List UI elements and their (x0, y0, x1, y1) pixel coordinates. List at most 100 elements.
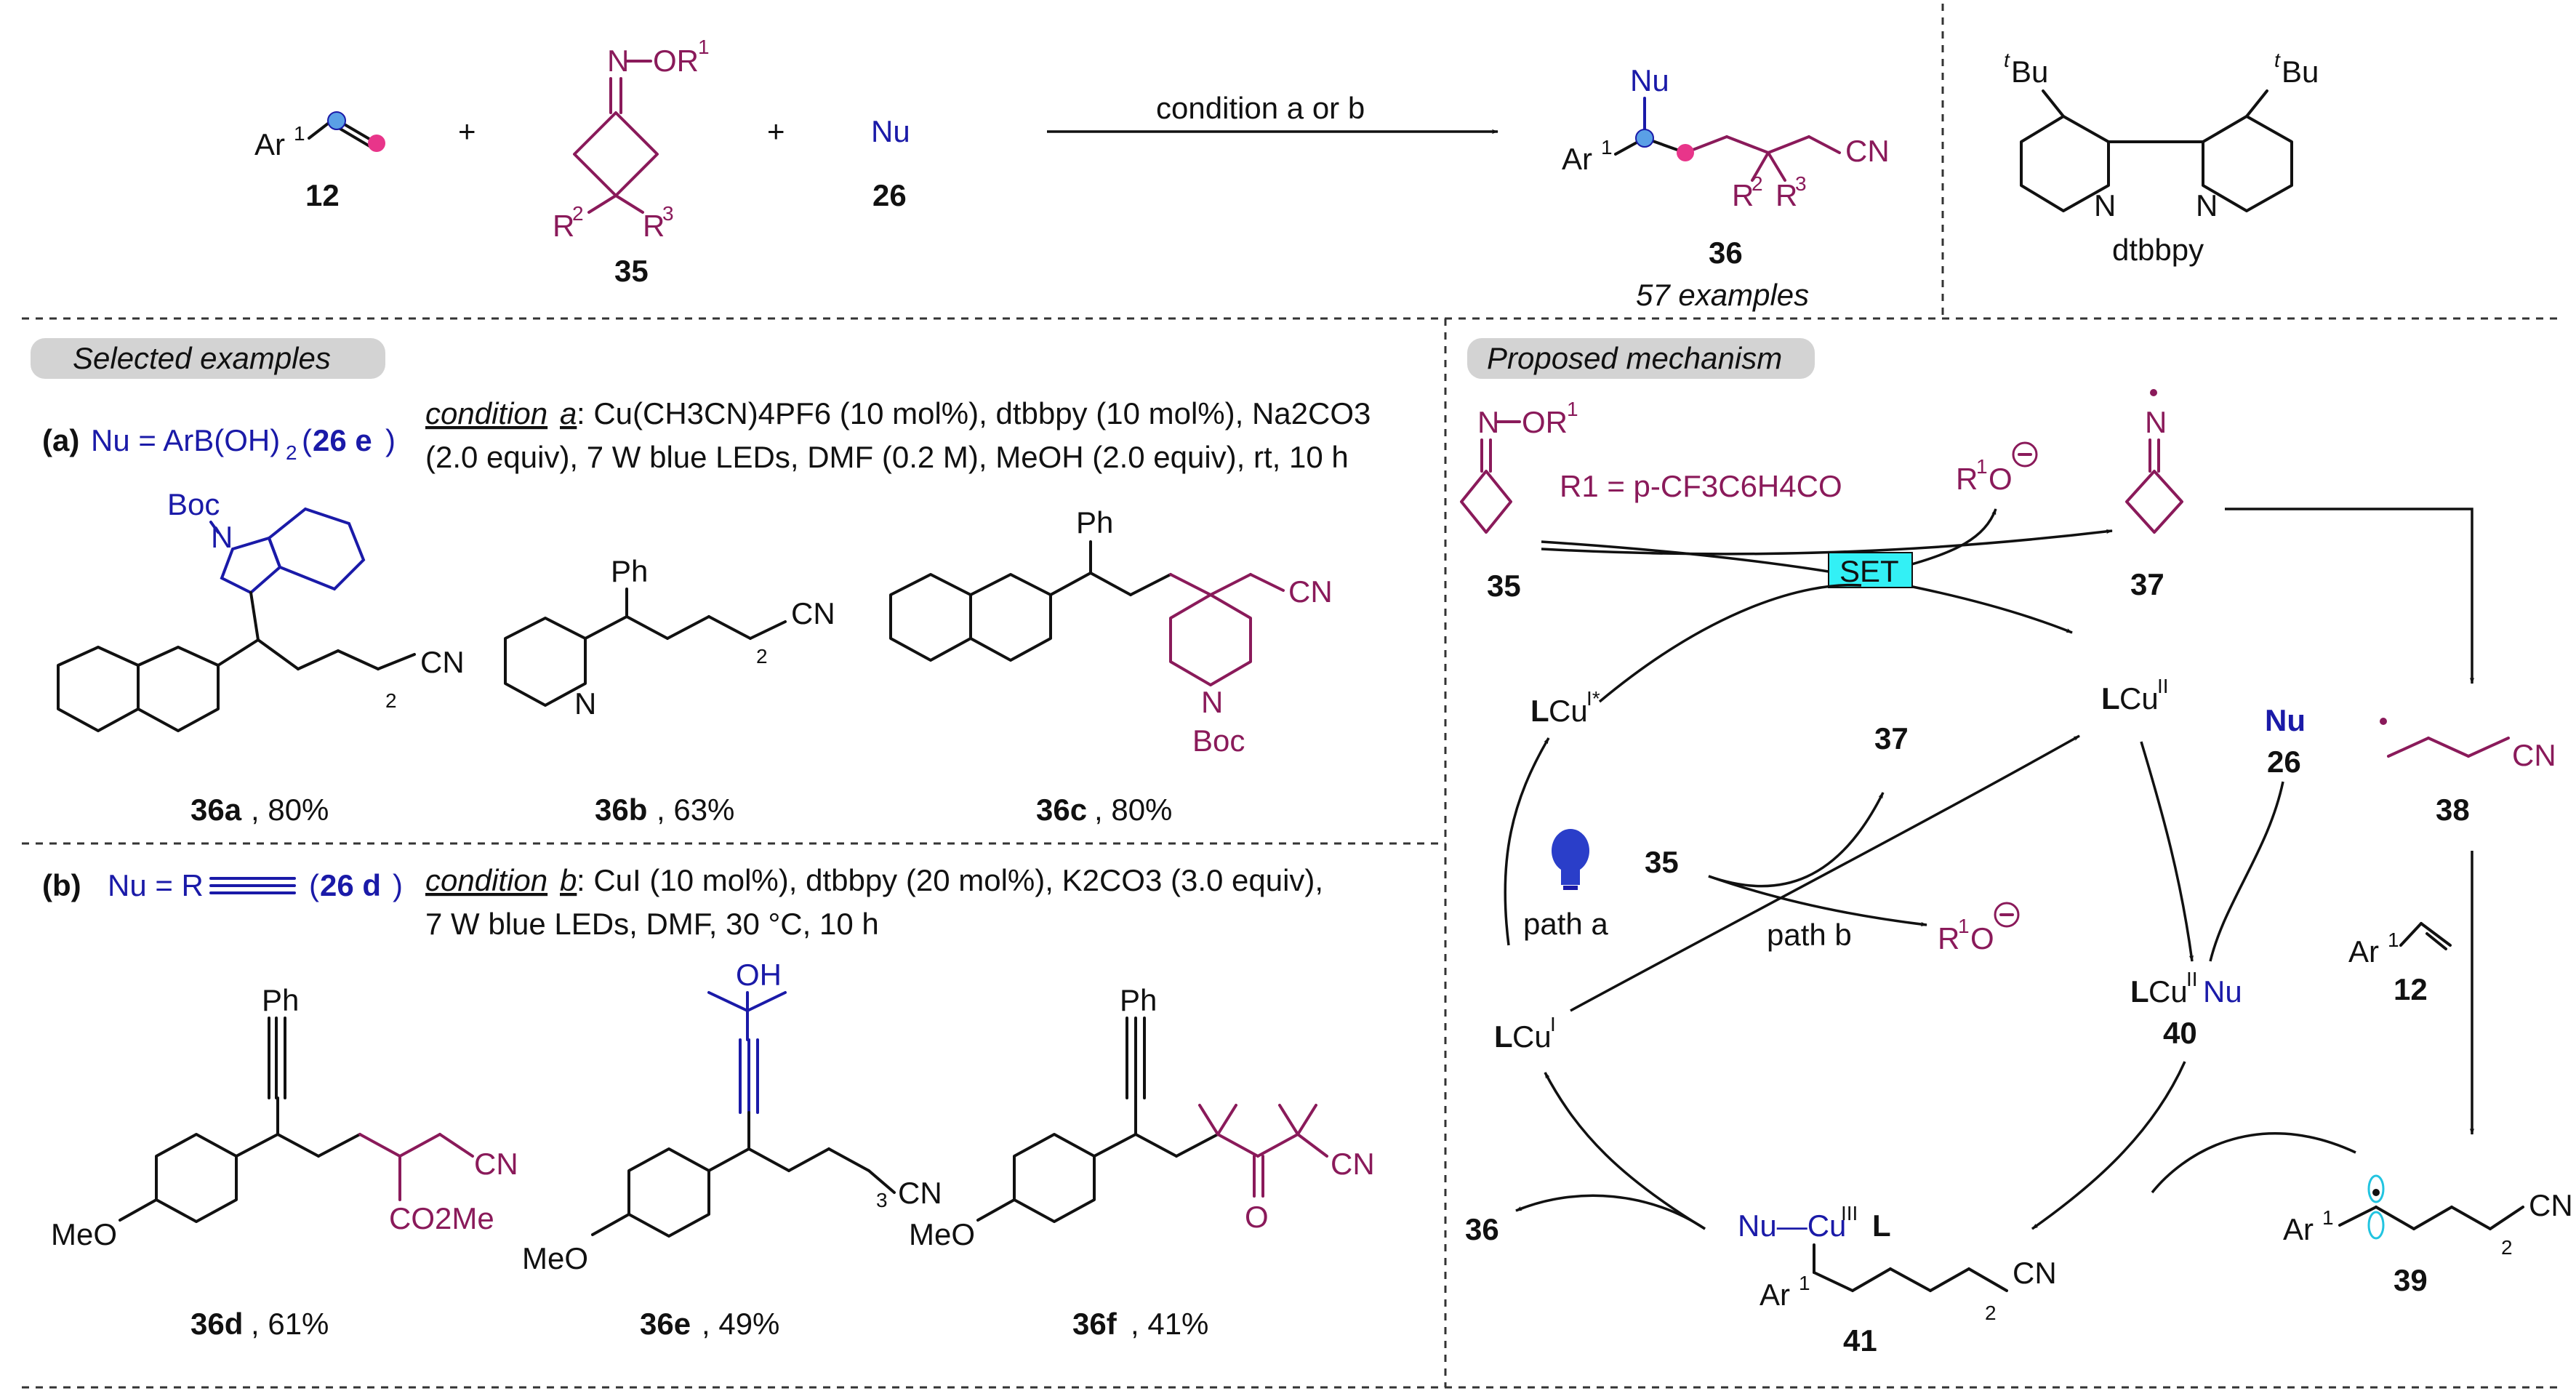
mech-41-cn: CN (2013, 1256, 2057, 1290)
r2-sup: 2 (572, 202, 584, 225)
product-r3-sup: 3 (1795, 172, 1807, 195)
oxime-r-sup: 1 (698, 36, 710, 58)
r1o-bottom-r: R (1938, 921, 1959, 955)
mech-oxime-35: N OR 1 R1 = p-CF3C6H4CO 35 (1460, 398, 1842, 603)
nucleophile-label: Nu (871, 114, 910, 148)
path-b-35-label: 35 (1645, 845, 1679, 879)
set-release-arrow (1901, 508, 1997, 569)
product-36: Nu Ar 1 CN R 2 R 3 36 57 examples (1562, 63, 1890, 312)
blue-carbon-dot (327, 111, 346, 130)
set-to-37-arrow (1541, 529, 2113, 556)
lcu2-sup: II (2157, 675, 2169, 697)
36e-label: 36e (640, 1307, 691, 1341)
lcu1-L: L (1494, 1019, 1513, 1054)
compound-35-label: 35 (614, 254, 649, 288)
mech-35-label: 35 (1487, 569, 1521, 603)
lightbulb-icon (1552, 829, 1589, 890)
path-b-label: path b (1767, 918, 1852, 952)
36d-label: 36d (190, 1307, 243, 1341)
36c-ph: Ph (1076, 505, 1113, 540)
36c-label: 36c (1036, 793, 1087, 827)
structure-36b: Ph CN 2 N 36b , 63% (504, 554, 835, 827)
product-ar: Ar (1562, 142, 1592, 176)
condition-a-line2: (2.0 equiv), 7 W blue LEDs, DMF (0.2 M),… (425, 440, 1349, 474)
r1o-top-o: O (1989, 462, 2013, 496)
radical-38: CN 38 (2380, 718, 2556, 827)
examples-count: 57 examples (1636, 278, 1809, 312)
set-box (1828, 552, 1913, 588)
selected-examples-panel: Selected examples (a) Nu = ArB(OH) 2 ( 2… (31, 338, 1375, 1341)
mechanism-tag (1467, 338, 1815, 379)
condition-a-ref: 26 e (313, 423, 372, 457)
mech-39-sub2: 2 (2501, 1236, 2513, 1259)
36d-meo: MeO (51, 1217, 117, 1251)
36e-sub3: 3 (876, 1189, 888, 1211)
reaction-condition: condition a or b (1156, 91, 1365, 125)
product-nu: Nu (1630, 63, 1669, 97)
lcu-star-cu: Cu (1549, 694, 1588, 728)
mech-37-n: N (2145, 405, 2167, 439)
plus-2: + (767, 114, 785, 148)
36e-yield: , 49% (702, 1307, 779, 1341)
40-to-41 (2031, 1061, 2186, 1230)
nu-to-40 (2209, 781, 2284, 962)
36b-sub2: 2 (756, 645, 768, 668)
36b-ph: Ph (611, 554, 648, 588)
product-cn: CN (1845, 134, 1890, 168)
svg-text:): ) (393, 868, 403, 902)
36d-yield: , 61% (251, 1307, 329, 1341)
svg-text:(: ( (309, 868, 319, 902)
mech-39-ar: Ar (2283, 1212, 2314, 1246)
minus-charge-top (2012, 441, 2038, 468)
path-b-to-37 (1708, 792, 1885, 888)
mech-41-sub2: 2 (1985, 1302, 1997, 1324)
pink-carbon-dot (368, 135, 385, 152)
41-to-lcu1 (1544, 1072, 1706, 1230)
36f-label: 36f (1072, 1307, 1118, 1341)
mech-26-label: 26 (2267, 745, 2301, 779)
selected-examples-tag (31, 338, 385, 379)
condition-b-word: condition (425, 863, 547, 897)
path-b-37-label: 37 (1874, 721, 1909, 755)
radical-dot-37 (2150, 389, 2157, 396)
36a-sub2: 2 (385, 689, 397, 712)
36c-yield: , 80% (1094, 793, 1172, 827)
r1o-bottom-o: O (1970, 921, 1994, 955)
mech-41-L: L (1872, 1208, 1891, 1243)
path-b-to-r1o (1708, 875, 1927, 927)
mech-12-label: 12 (2394, 972, 2428, 1006)
excitation-arrow (1504, 737, 1550, 946)
36f-cn: CN (1331, 1147, 1375, 1181)
mechanism-title: Proposed mechanism (1487, 341, 1782, 375)
product-r2: R (1732, 178, 1754, 212)
condition-b-line1: : CuI (10 mol%), dtbbpy (20 mol%), K2CO3… (577, 863, 1323, 897)
compound-36-label: 36 (1709, 236, 1743, 270)
structure-36d: Ph CN CO2Me MeO 36d , 61% (51, 983, 518, 1341)
36e-meo: MeO (522, 1241, 588, 1275)
36a-cn: CN (420, 645, 465, 679)
lcu2-L: L (2101, 681, 2120, 715)
39-to-41 (2151, 1132, 2356, 1194)
lcu-star-L: L (1530, 694, 1549, 728)
oxime-35: N OR 1 R 2 R 3 35 (553, 36, 710, 288)
mech-nu: Nu (2265, 703, 2306, 737)
tbu-left: Bu (2011, 55, 2048, 89)
ligand-n-right: N (2196, 188, 2218, 223)
radical-dot-39 (2372, 1189, 2380, 1196)
set-label: SET (1839, 554, 1899, 588)
condition-a-label: (a) (42, 423, 79, 457)
structure-36f: Ph O CN MeO 36f , 41% (909, 983, 1375, 1341)
36a-label: 36a (190, 793, 242, 827)
mech-39-ar-sup: 1 (2322, 1206, 2334, 1229)
36d-ph: Ph (262, 983, 299, 1017)
plus-1: + (458, 114, 476, 148)
lcu2-cu: Cu (2119, 681, 2159, 715)
tbu-t-left: t (2004, 49, 2010, 71)
path-a-label: path a (1523, 907, 1608, 941)
36a-boc: Boc (167, 487, 220, 521)
tbu-t-right: t (2274, 49, 2281, 71)
r3-sup: 3 (662, 202, 674, 225)
r1-definition: R1 = p-CF3C6H4CO (1560, 469, 1842, 503)
lcu-nu-sup: II (2186, 968, 2198, 990)
